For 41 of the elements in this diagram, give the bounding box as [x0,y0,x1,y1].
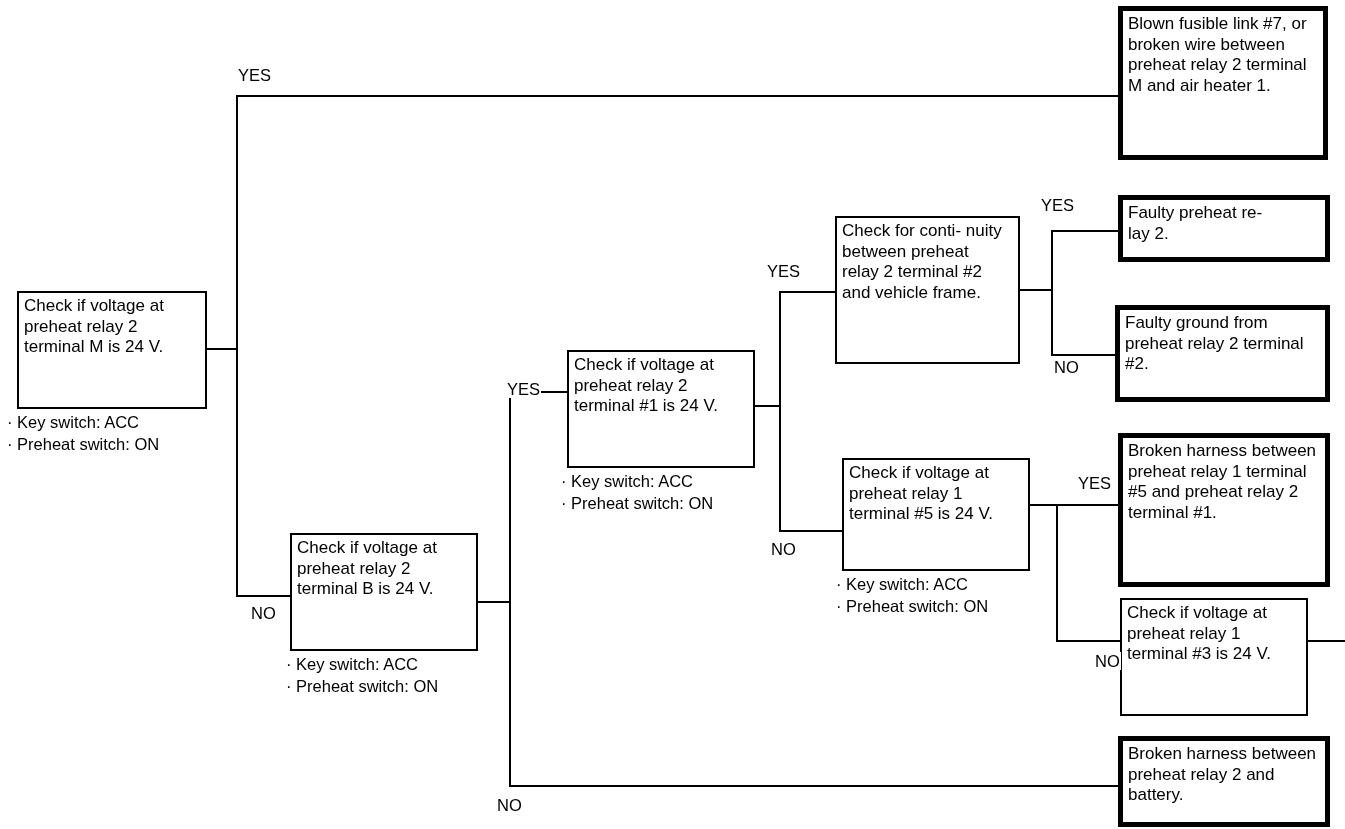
edge-label: YES [766,262,802,280]
node-text: Faulty ground from preheat relay 2 terminal #2. [1125,313,1305,375]
condition-note: · Key switch: ACC [286,654,419,675]
check-box [1120,598,1308,716]
node-text: Faulty preheat re- lay 2. [1128,203,1264,244]
condition-note: · Key switch: ACC [7,412,140,433]
edge-label: NO [770,540,797,558]
node-text: Check if voltage at preheat relay 2 terminal B is 24 V. [297,538,438,600]
node-text: Broken harness between preheat relay 1 terminal #5 and preheat relay 2 terminal #1. [1128,441,1318,523]
edge-label: YES [506,380,542,398]
node-text: Blown fusible link #7, or broken wire between preheat relay 2 terminal M and air heater 1. [1128,14,1308,96]
check-box [835,216,1020,364]
edge-label: YES [1040,196,1076,214]
connector-line [1029,504,1121,642]
condition-note: · Preheat switch: ON [7,434,160,455]
edge-label: NO [250,604,277,622]
edge-label: YES [1077,474,1113,492]
condition-note: · Preheat switch: ON [836,596,989,617]
result-box [1118,195,1330,262]
result-box [1118,433,1330,587]
connector-line [1307,640,1345,642]
node-text: Check for conti- nuity between preheat relay 2 terminal #2 and vehicle frame. [842,221,1002,303]
condition-note: · Preheat switch: ON [561,493,714,514]
edge-label: YES [237,66,273,84]
edge-label: NO [1094,652,1121,670]
node-text: Check if voltage at preheat relay 1 terminal #3 is 24 V. [1127,603,1272,665]
result-box [1118,6,1328,160]
result-box [1118,736,1330,827]
node-text: Check if voltage at preheat relay 1 terminal #5 is 24 V. [849,463,994,525]
edge-label: NO [1053,358,1080,376]
connector-line [206,348,291,597]
result-box [1115,305,1330,402]
node-text: Check if voltage at preheat relay 2 terminal #1 is 24 V. [574,355,719,417]
node-text: Check if voltage at preheat relay 2 terminal M is 24 V. [24,296,165,358]
condition-note: · Key switch: ACC [561,471,694,492]
connector-line [754,405,843,532]
node-text: Broken harness between preheat relay 2 and battery. [1128,744,1318,806]
connector-line [1019,289,1116,356]
condition-note: · Preheat switch: ON [286,676,439,697]
condition-note: · Key switch: ACC [836,574,969,595]
edge-label: NO [496,796,523,814]
